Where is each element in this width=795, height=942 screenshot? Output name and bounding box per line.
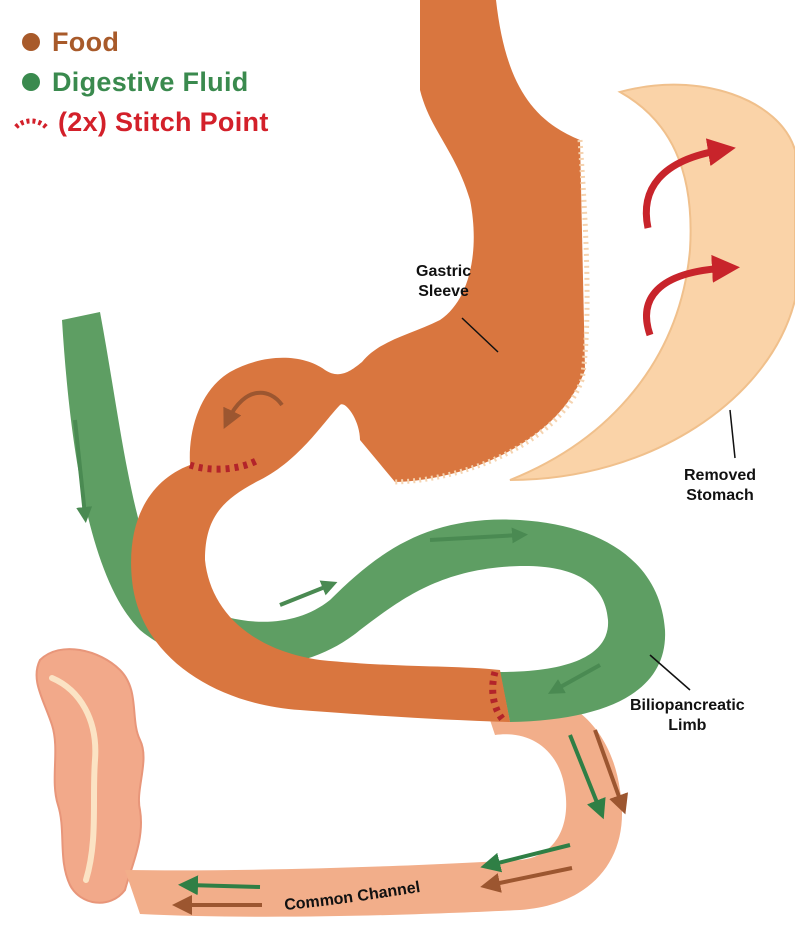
legend-fluid: Digestive Fluid	[14, 62, 269, 102]
removed-stomach-label: Removed Stomach	[684, 466, 756, 506]
fluid-arrow-limb-2	[280, 585, 330, 605]
removed-stomach-leader	[730, 410, 735, 458]
fluid-dot-icon	[22, 73, 40, 91]
common-channel-shape	[125, 688, 622, 916]
removed-stomach-label-line1: Removed	[684, 466, 756, 486]
food-dot-icon	[22, 33, 40, 51]
legend-food: Food	[14, 22, 269, 62]
fluid-arrow-channel-3	[188, 885, 260, 887]
stitch-icon	[14, 113, 48, 131]
biliopancreatic-label-line2: Limb	[630, 716, 745, 736]
legend: Food Digestive Fluid (2x) Stitch Point	[14, 22, 269, 142]
gastric-sleeve-label: Gastric Sleeve	[416, 262, 471, 302]
legend-stitch: (2x) Stitch Point	[14, 102, 269, 142]
gastric-sleeve-label-line2: Sleeve	[416, 282, 471, 302]
legend-fluid-label: Digestive Fluid	[52, 67, 249, 98]
biliopancreatic-leader	[650, 655, 690, 690]
biliopancreatic-limb-label: Biliopancreatic Limb	[630, 696, 745, 736]
gastric-sleeve-label-line1: Gastric	[416, 262, 471, 282]
biliopancreatic-label-line1: Biliopancreatic	[630, 696, 745, 716]
removed-stomach-label-line2: Stomach	[684, 486, 756, 506]
legend-food-label: Food	[52, 27, 119, 58]
legend-stitch-label: (2x) Stitch Point	[58, 107, 269, 138]
